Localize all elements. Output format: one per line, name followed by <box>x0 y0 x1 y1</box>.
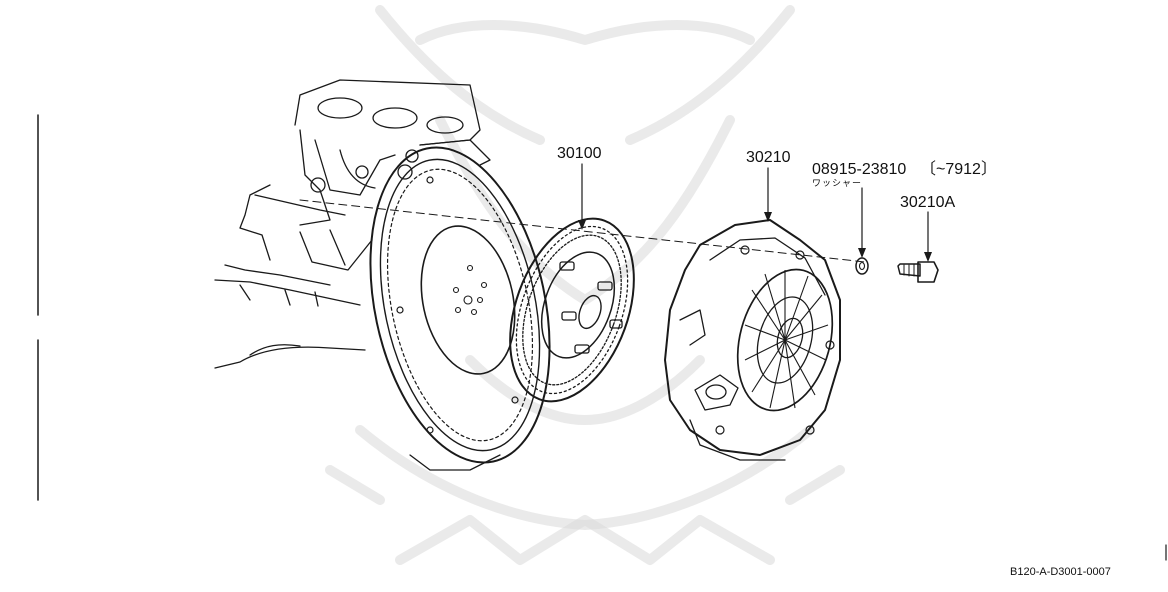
diagram-reference-code: B120-A-D3001-0007 <box>1010 566 1111 578</box>
margin-marks <box>37 114 1167 561</box>
washer <box>855 257 869 275</box>
label-clutch-cover: 30210 <box>746 149 791 166</box>
label-date-range: 〔~7912〕 <box>920 160 997 178</box>
flywheel <box>369 146 551 471</box>
alignment-axis <box>299 199 866 263</box>
leader-lines <box>578 163 932 262</box>
label-washer-part-number: 08915-23810 <box>812 161 906 178</box>
clutch-disc <box>509 217 635 403</box>
bolt <box>897 261 939 283</box>
engine-block <box>214 79 491 369</box>
clutch-cover <box>664 219 841 461</box>
label-bolt: 30210A <box>900 194 955 211</box>
label-washer-note: ワッシャー <box>812 178 862 188</box>
watermark-logo <box>325 5 845 565</box>
label-clutch-disc: 30100 <box>557 145 602 162</box>
